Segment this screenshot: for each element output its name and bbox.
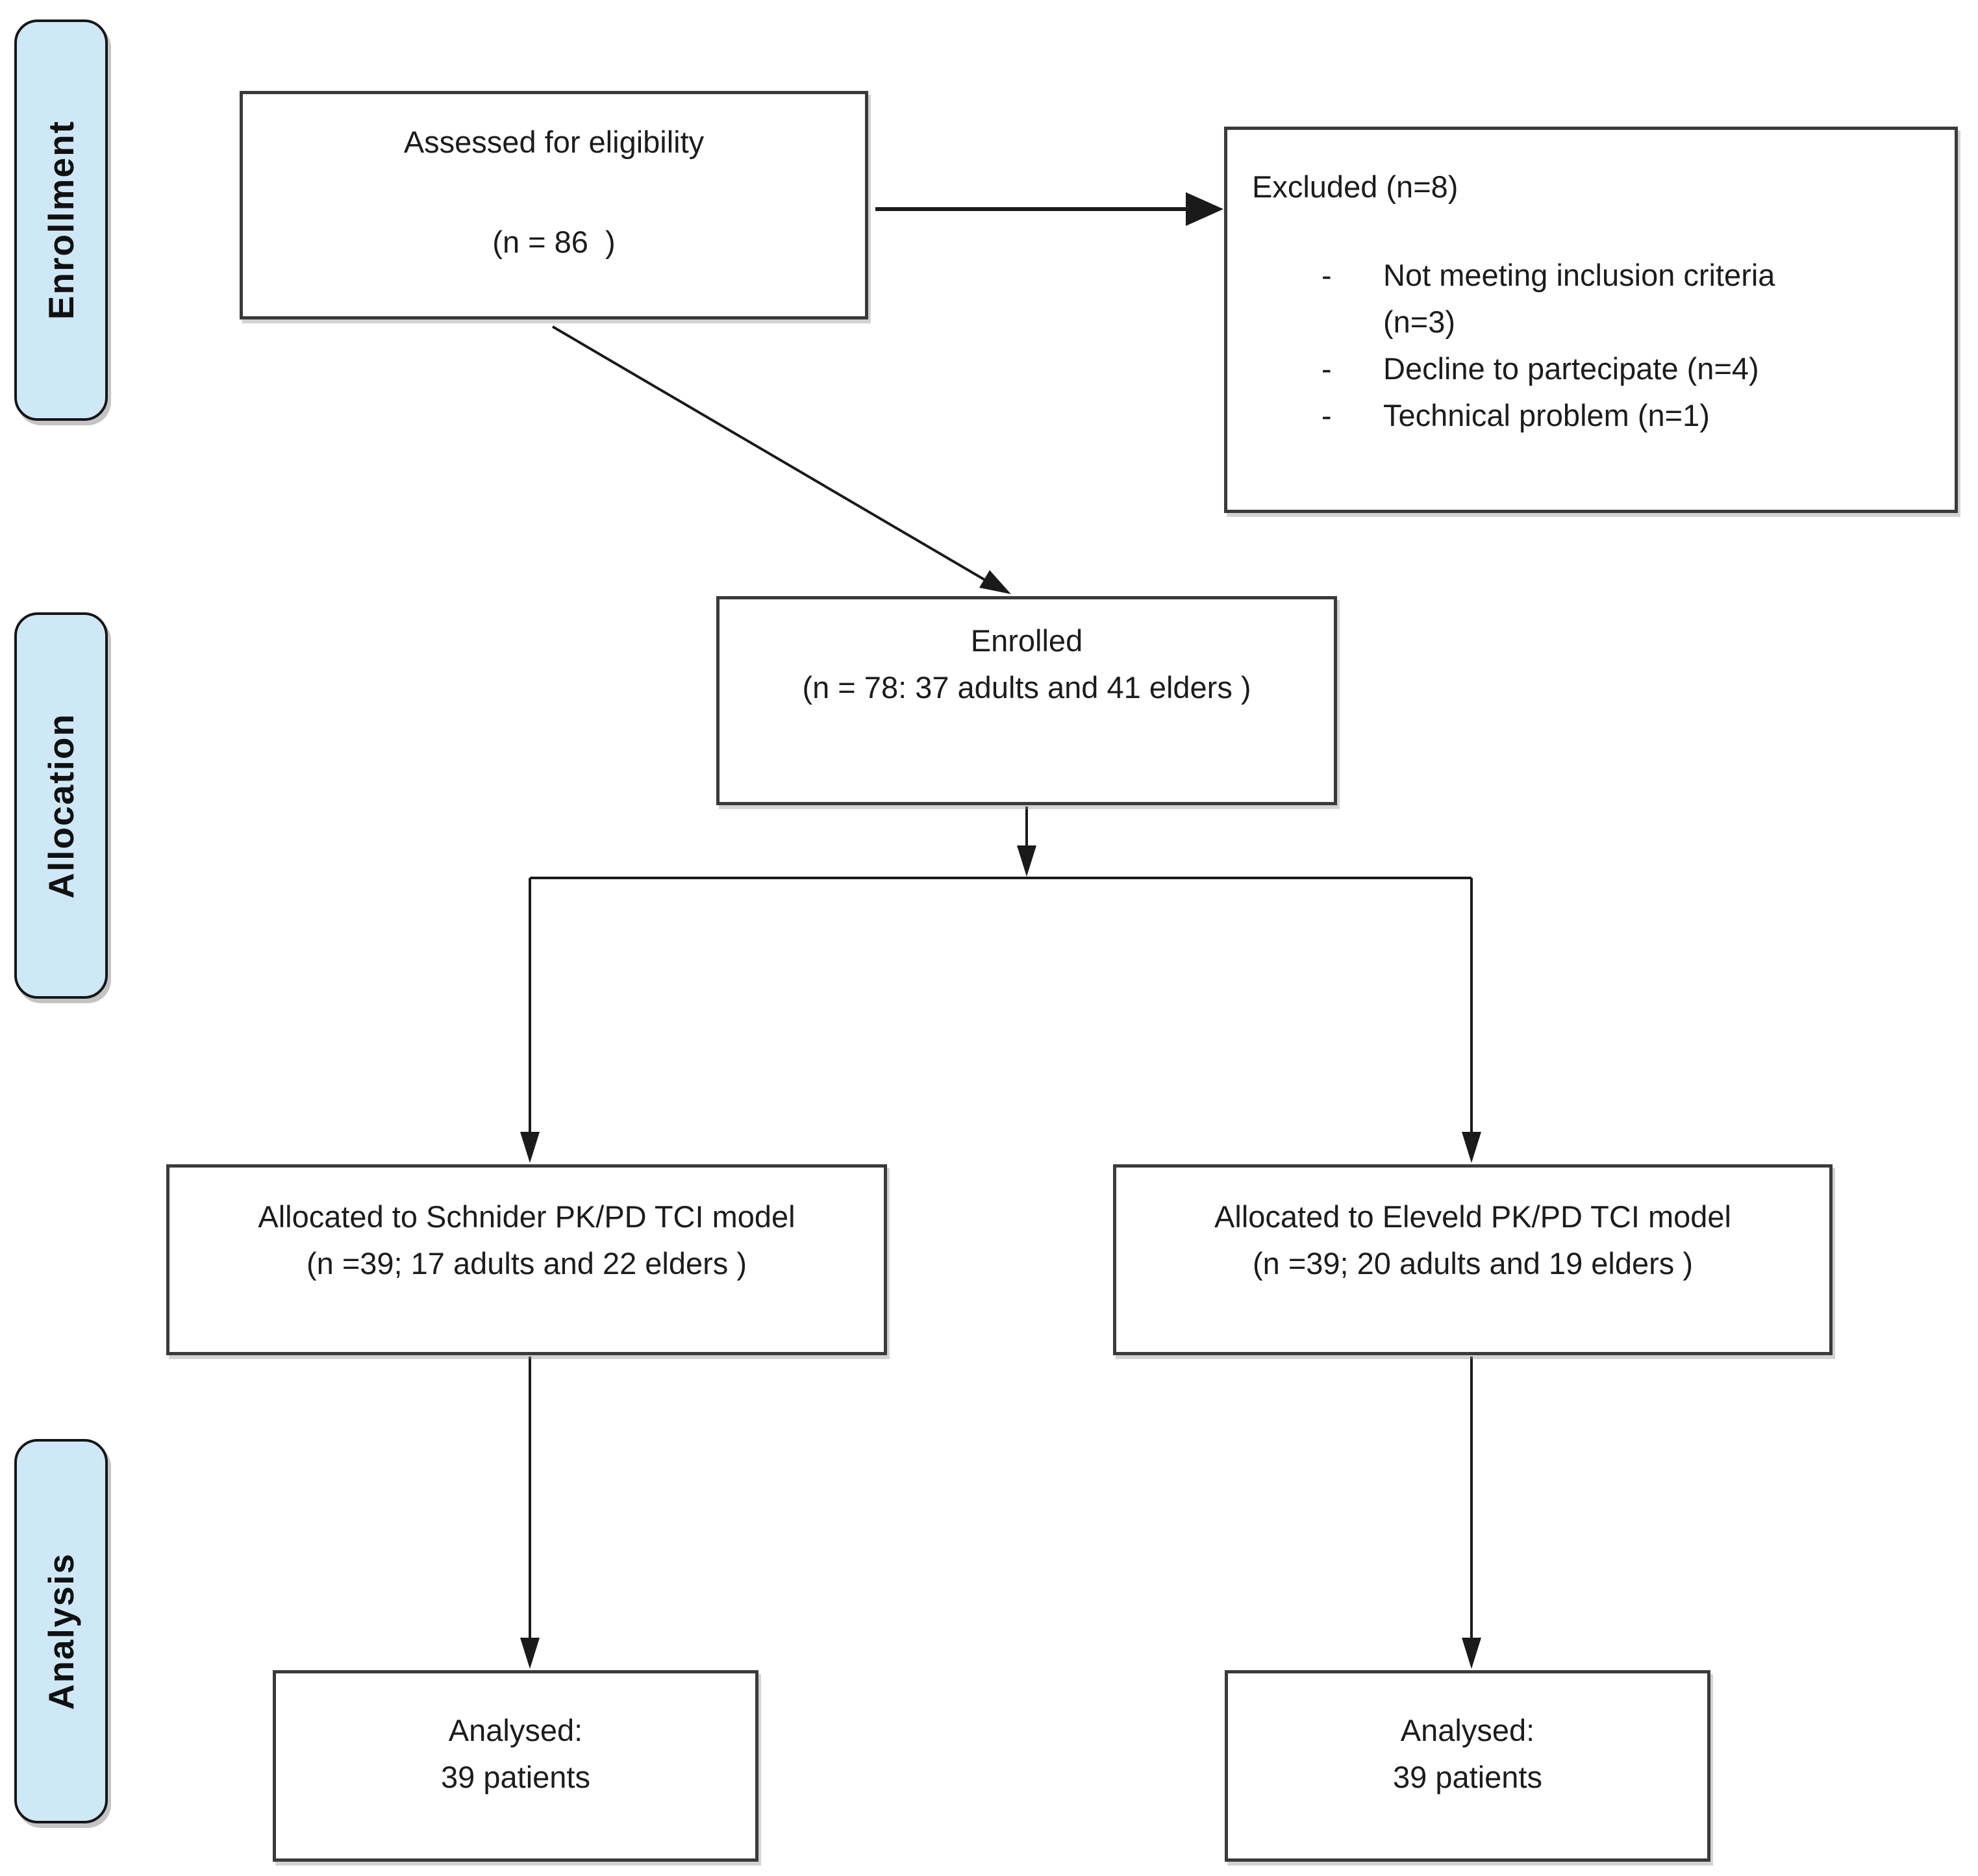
bullet-dash: -	[1321, 351, 1332, 386]
arrow-split-to-eleveld	[1462, 878, 1481, 1163]
stage-label-analysis: Analysis	[14, 1439, 108, 1823]
assessed-title: Assessed for eligibility	[403, 125, 705, 159]
analysed-eleveld-title: Analysed:	[1400, 1713, 1535, 1747]
stage-label-enrollment-text: Enrollment	[41, 120, 81, 320]
allocated-schnider-title: Allocated to Schnider PK/PD TCI model	[258, 1199, 795, 1234]
enrolled-title: Enrolled	[970, 623, 1083, 658]
stage-label-enrollment: Enrollment	[14, 19, 108, 421]
excluded-reason-text: Technical problem (n=1)	[1383, 392, 1775, 439]
box-allocated-schnider: Allocated to Schnider PK/PD TCI model (n…	[166, 1164, 887, 1355]
arrow-eleveld-to-analysed	[1462, 1357, 1481, 1669]
excluded-reason-line: Decline to partecipate (n=4)	[1383, 351, 1759, 386]
analysed-eleveld-count: 39 patients	[1393, 1760, 1542, 1794]
box-enrolled: Enrolled (n = 78: 37 adults and 41 elder…	[716, 596, 1337, 805]
box-allocated-eleveld: Allocated to Eleveld PK/PD TCI model (n …	[1113, 1164, 1833, 1355]
enrolled-count: (n = 78: 37 adults and 41 elders )	[802, 670, 1251, 705]
box-excluded: Excluded (n=8) - Not meeting inclusion c…	[1224, 127, 1958, 513]
excluded-reason-item: - Decline to partecipate (n=4)	[1227, 345, 1775, 392]
excluded-reason-list: - Not meeting inclusion criteria (n=3) -…	[1227, 252, 1775, 439]
excluded-reason-text: Decline to partecipate (n=4)	[1383, 345, 1775, 392]
arrow-assessed-to-enrolled	[551, 325, 1011, 594]
stage-label-allocation: Allocation	[14, 612, 108, 999]
stage-label-allocation-text: Allocation	[41, 712, 81, 899]
box-assessed-for-eligibility: Assessed for eligibility (n = 86 )	[240, 91, 868, 319]
excluded-reason-item: - Not meeting inclusion criteria (n=3)	[1227, 252, 1775, 345]
excluded-reason-line: (n=3)	[1383, 305, 1456, 339]
stage-label-analysis-text: Analysis	[41, 1552, 81, 1710]
box-analysed-schnider: Analysed: 39 patients	[273, 1670, 758, 1862]
arrow-enrolled-to-split	[1017, 807, 1036, 877]
bullet-dash: -	[1321, 258, 1332, 292]
allocated-schnider-count: (n =39; 17 adults and 22 elders )	[306, 1246, 747, 1281]
analysed-schnider-title: Analysed:	[448, 1713, 583, 1747]
box-analysed-eleveld: Analysed: 39 patients	[1225, 1670, 1710, 1862]
excluded-title: Excluded (n=8)	[1252, 169, 1458, 204]
arrow-assessed-to-excluded	[875, 192, 1223, 226]
bullet-dash: -	[1321, 398, 1332, 432]
analysed-schnider-count: 39 patients	[441, 1760, 590, 1794]
excluded-reason-line: Not meeting inclusion criteria	[1383, 258, 1775, 292]
excluded-reason-item: - Technical problem (n=1)	[1227, 392, 1775, 439]
excluded-reason-line: Technical problem (n=1)	[1383, 398, 1710, 432]
allocated-eleveld-count: (n =39; 20 adults and 19 elders )	[1252, 1246, 1694, 1281]
excluded-reason-text: Not meeting inclusion criteria (n=3)	[1383, 252, 1775, 345]
allocated-eleveld-title: Allocated to Eleveld PK/PD TCI model	[1214, 1199, 1731, 1234]
assessed-count: (n = 86 )	[492, 225, 616, 259]
arrow-split-to-schnider	[520, 878, 540, 1163]
arrow-schnider-to-analysed	[520, 1357, 540, 1669]
